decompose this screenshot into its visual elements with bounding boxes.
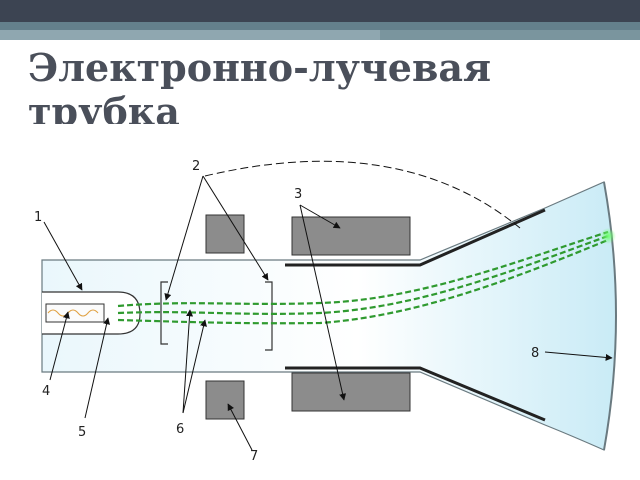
coil-top bbox=[285, 208, 546, 267]
header-strip-light bbox=[0, 30, 380, 40]
anode-2 bbox=[265, 281, 273, 351]
label-2: 2 bbox=[192, 159, 200, 174]
screen bbox=[603, 181, 617, 451]
leader-lines bbox=[43, 175, 613, 451]
focus-block-top bbox=[205, 214, 245, 254]
label-1: 1 bbox=[34, 210, 42, 225]
focus-block-bottom bbox=[205, 380, 245, 420]
label-6: 6 bbox=[176, 422, 184, 437]
label-7: 7 bbox=[250, 449, 258, 464]
header-strip-accent bbox=[380, 30, 640, 40]
coil-bottom bbox=[285, 366, 546, 422]
slide-title: Электронно-лучевая трубка bbox=[28, 46, 492, 124]
header-bar bbox=[0, 0, 640, 22]
header-strip bbox=[0, 22, 640, 30]
heater-filament bbox=[47, 309, 99, 317]
label-3: 3 bbox=[294, 187, 302, 202]
heater bbox=[45, 303, 105, 323]
deflection-block-top bbox=[291, 216, 411, 256]
crt-diagram: 1 2 3 4 5 6 7 8 bbox=[34, 159, 617, 464]
label-5: 5 bbox=[78, 425, 86, 440]
anode-1 bbox=[160, 281, 168, 345]
label-4: 4 bbox=[42, 384, 50, 399]
screen-spot bbox=[600, 228, 616, 244]
label-2-curve bbox=[204, 160, 521, 229]
deflection-block-bottom bbox=[291, 372, 411, 412]
label-8: 8 bbox=[531, 346, 539, 361]
